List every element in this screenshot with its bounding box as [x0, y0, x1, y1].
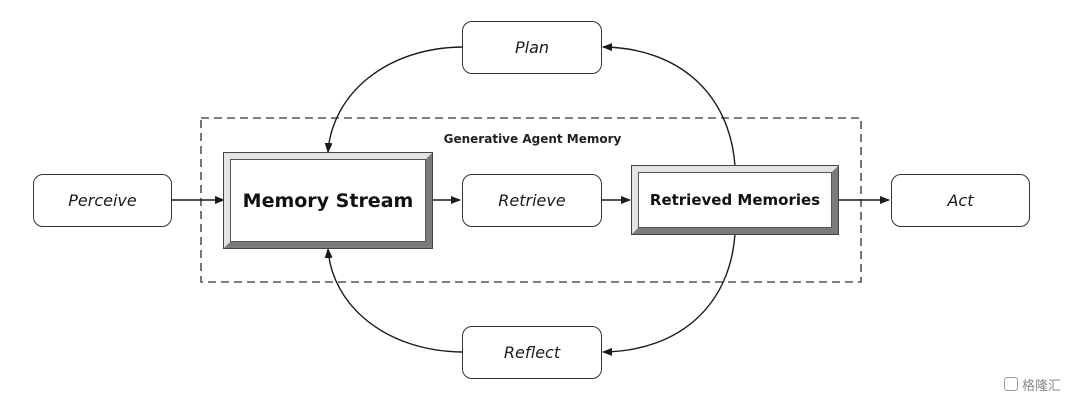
- edge-retrieved-memories-to-plan: [602, 43, 736, 167]
- watermark-logo-icon: [1004, 377, 1018, 391]
- edge-retrieved-memories-to-reflect: [602, 233, 736, 356]
- node-reflect: Reflect: [462, 326, 602, 379]
- node-reflect-label: Reflect: [503, 343, 561, 362]
- node-act: Act: [891, 174, 1030, 227]
- edge-reflect-to-memory-stream: [324, 248, 463, 353]
- node-perceive: Perceive: [33, 174, 172, 227]
- node-memory-stream: Memory Stream: [223, 152, 433, 249]
- node-retrieve: Retrieve: [462, 174, 602, 227]
- watermark: 格隆汇: [1004, 374, 1061, 394]
- node-plan: Plan: [462, 21, 602, 74]
- edge-plan-to-memory-stream: [324, 46, 463, 153]
- node-act-label: Act: [947, 191, 974, 210]
- node-memory-stream-label: Memory Stream: [242, 189, 414, 212]
- node-retrieved-memories-label: Retrieved Memories: [649, 191, 821, 209]
- node-retrieved-memories: Retrieved Memories: [631, 165, 839, 235]
- node-perceive-label: Perceive: [68, 191, 137, 210]
- watermark-text: 格隆汇: [1022, 378, 1062, 394]
- group-title: Generative Agent Memory: [443, 132, 622, 146]
- node-plan-label: Plan: [514, 38, 550, 57]
- node-retrieve-label: Retrieve: [498, 191, 566, 210]
